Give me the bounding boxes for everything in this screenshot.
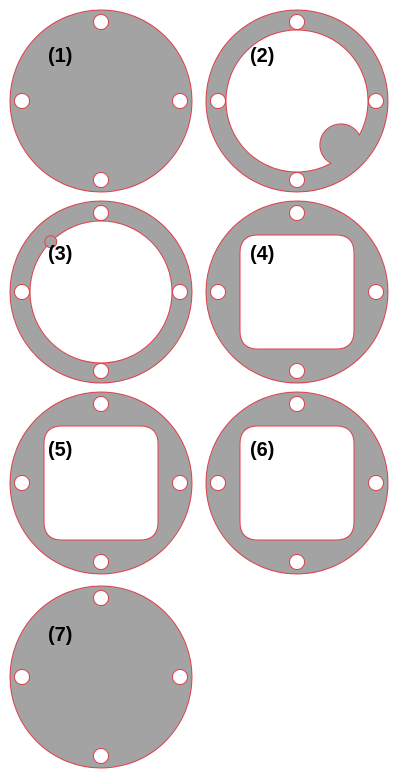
gasket-4-bolt-hole-left <box>210 284 226 300</box>
gasket-3-bolt-hole-left <box>14 284 30 300</box>
gasket-4-bolt-hole-top <box>289 205 305 221</box>
gasket-5-label: (5) <box>48 439 72 461</box>
gasket-1-bolt-hole-bottom <box>93 172 109 188</box>
gasket-2-bolt-hole-right <box>368 93 384 109</box>
gasket-5: (5) <box>9 391 193 575</box>
gasket-4: (4) <box>205 200 389 384</box>
gasket-6-bolt-hole-left <box>210 475 226 491</box>
gasket-7: (7) <box>9 585 193 769</box>
gasket-1-bolt-hole-left <box>14 93 30 109</box>
gasket-6-bolt-hole-right <box>368 475 384 491</box>
gasket-7-bolt-hole-bottom <box>93 748 109 764</box>
gasket-2-label: (2) <box>250 45 274 67</box>
gasket-3-body <box>9 200 193 384</box>
gasket-4-body <box>205 200 389 384</box>
gasket-1-bolt-hole-top <box>93 14 109 30</box>
gasket-3-bolt-hole-right <box>172 284 188 300</box>
gasket-2-bolt-hole-left <box>210 93 226 109</box>
gasket-1-label: (1) <box>48 45 72 67</box>
gasket-3: (3) <box>9 200 193 384</box>
gasket-7-bolt-hole-right <box>172 669 188 685</box>
gasket-7-body <box>9 585 193 769</box>
gasket-3-bolt-hole-top <box>93 205 109 221</box>
gasket-6-bolt-hole-bottom <box>289 554 305 570</box>
gasket-7-label: (7) <box>48 624 72 646</box>
gasket-5-bolt-hole-top <box>93 396 109 412</box>
gasket-4-label: (4) <box>250 243 274 265</box>
gasket-6-body <box>205 391 389 575</box>
gasket-6-label: (6) <box>250 439 274 461</box>
gasket-2-bolt-hole-bottom <box>289 172 305 188</box>
gasket-2-bolt-hole-top <box>289 14 305 30</box>
gasket-5-bolt-hole-bottom <box>93 554 109 570</box>
gasket-3-label: (3) <box>48 243 72 265</box>
gasket-4-bolt-hole-right <box>368 284 384 300</box>
gasket-1-bolt-hole-right <box>172 93 188 109</box>
gasket-2-body <box>205 9 389 193</box>
gasket-6-bolt-hole-top <box>289 396 305 412</box>
gasket-1: (1) <box>9 9 193 193</box>
gasket-3-tab <box>44 235 58 249</box>
gasket-7-bolt-hole-top <box>93 590 109 606</box>
gasket-1-body <box>9 9 193 193</box>
gasket-5-body <box>9 391 193 575</box>
gasket-7-bolt-hole-left <box>14 669 30 685</box>
gasket-6: (6) <box>205 391 389 575</box>
gasket-2: (2) <box>205 9 389 193</box>
gasket-5-bolt-hole-right <box>172 475 188 491</box>
gasket-4-bolt-hole-bottom <box>289 363 305 379</box>
gasket-5-bolt-hole-left <box>14 475 30 491</box>
gasket-3-bolt-hole-bottom <box>93 363 109 379</box>
